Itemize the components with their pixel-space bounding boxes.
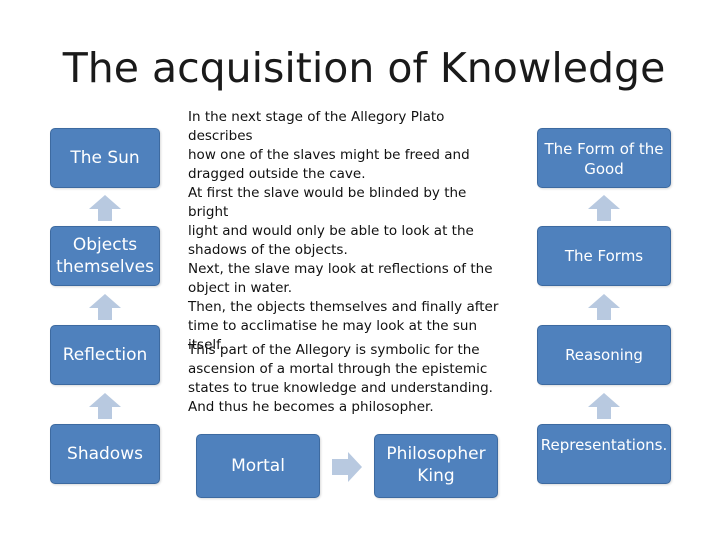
up-arrow-icon [588,294,620,320]
text-line: This part of the Allegory is symbolic fo… [188,342,480,358]
up-arrow-icon [588,195,620,221]
box-objects-themselves: Objects themselves [50,226,160,286]
text-line: At first the slave would be blinded by t… [188,185,467,220]
box-philosopher-king: Philosopher King [374,434,498,498]
box-label: Mortal [231,456,285,476]
conclusion-text: This part of the Allegory is symbolic fo… [188,341,508,417]
box-shadows: Shadows [50,424,160,484]
box-mortal: Mortal [196,434,320,498]
box-label: Representations. [540,436,668,454]
text-line: dragged outside the cave. [188,166,366,182]
box-representations: Representations. [537,424,671,484]
text-line: itself. [188,337,225,353]
box-reasoning: Reasoning [537,325,671,385]
text-line: light and would only be able to look at … [188,223,474,239]
description-text: In the next stage of the Allegory Plato … [188,108,508,355]
box-label: Objects themselves [56,235,154,277]
up-arrow-icon [588,393,620,419]
text-line: how one of the slaves might be freed and [188,147,470,163]
slide-title: The acquisition of Knowledge [62,44,666,92]
text-line: Then, the objects themselves and finally… [188,299,499,315]
box-label: Shadows [67,444,143,464]
text-line: And thus he becomes a philosopher. [188,399,434,415]
box-label: The Forms [564,247,644,265]
box-label: Reasoning [565,346,643,364]
box-the-forms: The Forms [537,226,671,286]
box-the-sun: The Sun [50,128,160,188]
text-line: In the next stage of the Allegory Plato … [188,109,445,144]
text-line: time to acclimatise he may look at the s… [188,318,478,334]
text-line: states to true knowledge and understandi… [188,380,493,396]
text-line: shadows of the objects. [188,242,348,258]
text-line: Next, the slave may look at reflections … [188,261,493,277]
box-label: Reflection [62,345,148,365]
box-reflection: Reflection [50,325,160,385]
box-label: The Form of the Good [544,140,664,178]
box-label: The Sun [70,148,140,168]
up-arrow-icon [89,195,121,221]
right-arrow-icon [332,452,362,482]
box-label: Philosopher King [386,444,486,486]
up-arrow-icon [89,393,121,419]
box-form-of-the-good: The Form of the Good [537,128,671,188]
up-arrow-icon [89,294,121,320]
text-line: ascension of a mortal through the episte… [188,361,488,377]
text-line: object in water. [188,280,293,296]
